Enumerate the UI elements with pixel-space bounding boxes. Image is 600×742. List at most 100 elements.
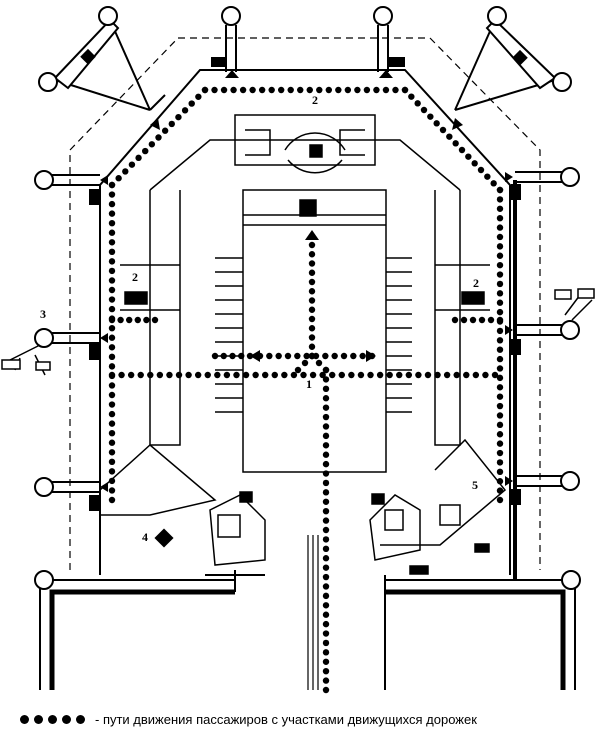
route-dot: [335, 86, 342, 94]
route-dot: [322, 507, 330, 515]
route-dot: [294, 352, 301, 360]
route-dot: [127, 371, 135, 379]
route-dot: [322, 583, 330, 590]
pier-top-left: [38, 6, 166, 111]
route-dot: [322, 442, 330, 449]
route-dot: [308, 251, 316, 258]
route-dot: [496, 393, 504, 400]
label-2-left: 2: [132, 270, 138, 284]
route-dot: [287, 86, 294, 94]
label-2-top: 2: [312, 93, 318, 107]
route-dot: [108, 267, 116, 275]
route-dot: [496, 290, 504, 297]
route-dot: [373, 86, 380, 94]
route-dot: [322, 564, 330, 571]
route-dot: [134, 316, 141, 324]
route-dot: [496, 308, 504, 316]
route-dot: [303, 352, 310, 360]
route-dot: [122, 168, 129, 175]
route-dot: [496, 280, 504, 288]
route-dot: [108, 468, 116, 475]
route-dot: [309, 371, 317, 379]
route-dot: [329, 371, 336, 379]
route-dot: [195, 93, 202, 100]
arrow-core-left: [250, 350, 260, 362]
route-dot: [427, 113, 434, 120]
gate-left-middle: [34, 328, 100, 360]
route-dot: [108, 219, 116, 227]
route-dot: [108, 286, 116, 294]
route-dot: [108, 239, 116, 246]
route-dot: [496, 487, 504, 494]
route-dot: [496, 224, 504, 231]
route-dot: [340, 352, 348, 360]
route-dot: [108, 363, 116, 370]
route-dot: [262, 371, 269, 379]
route-dot: [308, 325, 316, 332]
gate-right-lower: [511, 471, 580, 505]
route-dot: [308, 343, 316, 350]
route-dot: [108, 324, 116, 332]
route-dot: [496, 196, 504, 203]
route-dot: [443, 371, 451, 379]
route-dot: [239, 86, 247, 94]
passenger-route: [108, 86, 504, 694]
route-dot: [108, 344, 116, 351]
route-dot: [496, 365, 504, 372]
route-dot: [439, 126, 447, 134]
route-dot: [214, 371, 221, 379]
route-dot: [458, 146, 466, 154]
route-dot: [496, 355, 504, 363]
route-dot: [108, 316, 116, 324]
route-dot: [414, 100, 421, 107]
route-dot: [496, 412, 504, 419]
route-dot: [108, 487, 116, 494]
route-dot: [300, 371, 307, 379]
route-dot: [322, 649, 330, 656]
route-dot: [496, 440, 504, 447]
route-dot: [331, 352, 338, 360]
pod-lower-left: [154, 491, 266, 566]
route-dot: [315, 359, 323, 367]
route-dot: [319, 371, 326, 379]
route-dot: [465, 153, 472, 160]
route-dot: [472, 371, 480, 379]
route-dot: [211, 352, 219, 360]
route-dot: [126, 316, 133, 324]
route-dot: [249, 86, 256, 94]
route-dot: [322, 460, 330, 468]
route-dot: [161, 127, 169, 134]
route-dot: [496, 186, 504, 194]
route-dot: [175, 371, 183, 379]
building-bottom-right: [384, 570, 581, 690]
route-dot: [143, 316, 150, 324]
route-dot: [308, 306, 316, 313]
gate-left-lower: [34, 477, 100, 511]
route-dot: [322, 611, 330, 618]
route-dot: [108, 391, 116, 399]
route-dot: [308, 315, 316, 323]
route-dot: [496, 449, 504, 457]
arrow-core-up: [305, 230, 319, 240]
airport-terminal-plan: 1 2 2 2 3 4 5: [1, 6, 595, 694]
route-dot: [266, 352, 273, 360]
gate-left-upper: [34, 170, 100, 205]
route-dot: [491, 371, 499, 379]
route-dot: [322, 376, 330, 383]
route-dot: [181, 107, 189, 114]
route-dot: [424, 371, 432, 379]
route-dot: [350, 352, 357, 360]
route-dot: [322, 432, 330, 440]
route-dot: [471, 160, 478, 167]
route-dot: [322, 404, 330, 411]
route-dot: [188, 100, 195, 107]
central-tracks: [307, 535, 319, 690]
route-dot: [322, 517, 330, 524]
route-dot: [128, 161, 136, 168]
arrow-ne: [452, 118, 463, 130]
route-dot: [108, 439, 116, 446]
legend: - пути движения пассажиров с участками д…: [20, 708, 477, 730]
route-dot: [108, 277, 116, 284]
route-dot: [108, 210, 116, 217]
route-dot: [496, 299, 504, 306]
